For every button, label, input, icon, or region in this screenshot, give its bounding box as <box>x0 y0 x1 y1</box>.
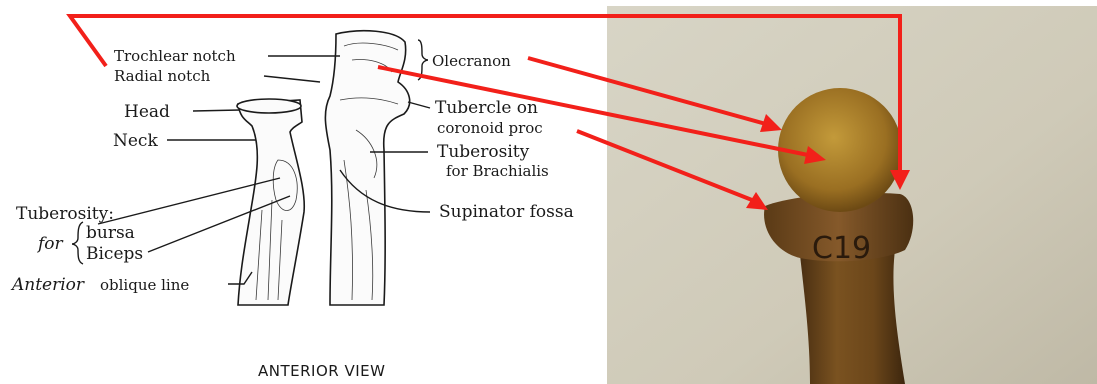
specimen-marking: C19 <box>812 231 871 266</box>
label-tubercle-line1: Tubercle on <box>435 98 538 118</box>
leader-head <box>193 110 240 111</box>
specimen-photo: C19 <box>607 6 1097 384</box>
figure-caption: ANTERIOR VIEW <box>258 362 385 380</box>
label-tuberosity-brachialis-line1: Tuberosity <box>437 142 530 162</box>
label-neck: Neck <box>113 131 158 151</box>
label-tuberosity: Tuberosity: <box>16 204 114 224</box>
bone-illustration: Trochlear notch Radial notch Head Neck O… <box>10 31 574 380</box>
leader-radial-notch <box>264 76 320 82</box>
label-olecranon: Olecranon <box>432 52 511 70</box>
tuberosity-brace <box>72 222 83 264</box>
label-radial-notch: Radial notch <box>114 67 211 85</box>
label-tubercle-line2: coronoid proc <box>437 119 543 137</box>
label-for: for <box>36 234 64 254</box>
label-tuberosity-brachialis-line2: for Brachialis <box>446 162 549 180</box>
label-head: Head <box>124 102 170 122</box>
specimen-olecranon <box>778 88 902 212</box>
label-anterior: Anterior <box>10 275 85 295</box>
radius-bone <box>237 99 304 305</box>
leader-tubercle <box>408 102 430 108</box>
label-bursa: bursa <box>86 223 135 243</box>
label-oblique-line: oblique line <box>100 276 189 294</box>
label-trochlear-notch: Trochlear notch <box>114 47 236 65</box>
label-supinator-fossa: Supinator fossa <box>439 202 574 222</box>
label-biceps: Biceps <box>86 244 143 264</box>
specimen-shaft <box>800 250 905 384</box>
